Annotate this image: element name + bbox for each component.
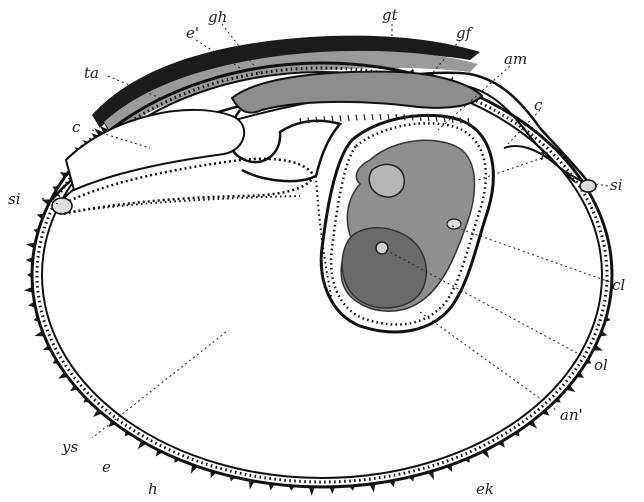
yolk-sac-membrane <box>60 176 332 300</box>
label-cl: cl <box>612 276 625 294</box>
label-ol: ol <box>594 356 608 374</box>
label-ys: ys <box>61 438 78 456</box>
label-si-left: si <box>8 190 21 208</box>
label-e: e <box>102 458 111 476</box>
embryo-heart <box>369 164 404 197</box>
label-gt: gt <box>382 6 399 24</box>
fringe-tick <box>388 114 389 120</box>
label-gf: gf <box>456 24 474 42</box>
embryo-eye <box>376 242 388 254</box>
si-left-node <box>52 198 72 214</box>
allantois-stalk <box>232 72 482 113</box>
label-an-prime: an' <box>560 406 583 424</box>
fringe-tick <box>348 115 349 121</box>
si-right-node <box>580 180 596 192</box>
label-c-right: c <box>534 96 543 114</box>
allantois-left <box>66 110 244 190</box>
label-ta: ta <box>84 64 99 82</box>
label-c-left: c <box>72 118 81 136</box>
label-ek: ek <box>476 480 494 498</box>
label-gh: gh <box>208 8 227 26</box>
label-r: r <box>540 146 548 164</box>
label-e-prime: e' <box>186 24 199 42</box>
embryo-cleft <box>447 219 461 229</box>
fringe-tick <box>364 114 365 120</box>
fringe-tick <box>380 114 381 120</box>
fringe-tick <box>356 115 357 121</box>
fringe-tick <box>340 115 341 121</box>
fringe-tick <box>372 114 373 120</box>
umbilical-stalk <box>229 110 340 181</box>
label-h: h <box>148 480 158 498</box>
label-am: am <box>504 50 527 68</box>
label-si-right: si <box>610 176 623 194</box>
